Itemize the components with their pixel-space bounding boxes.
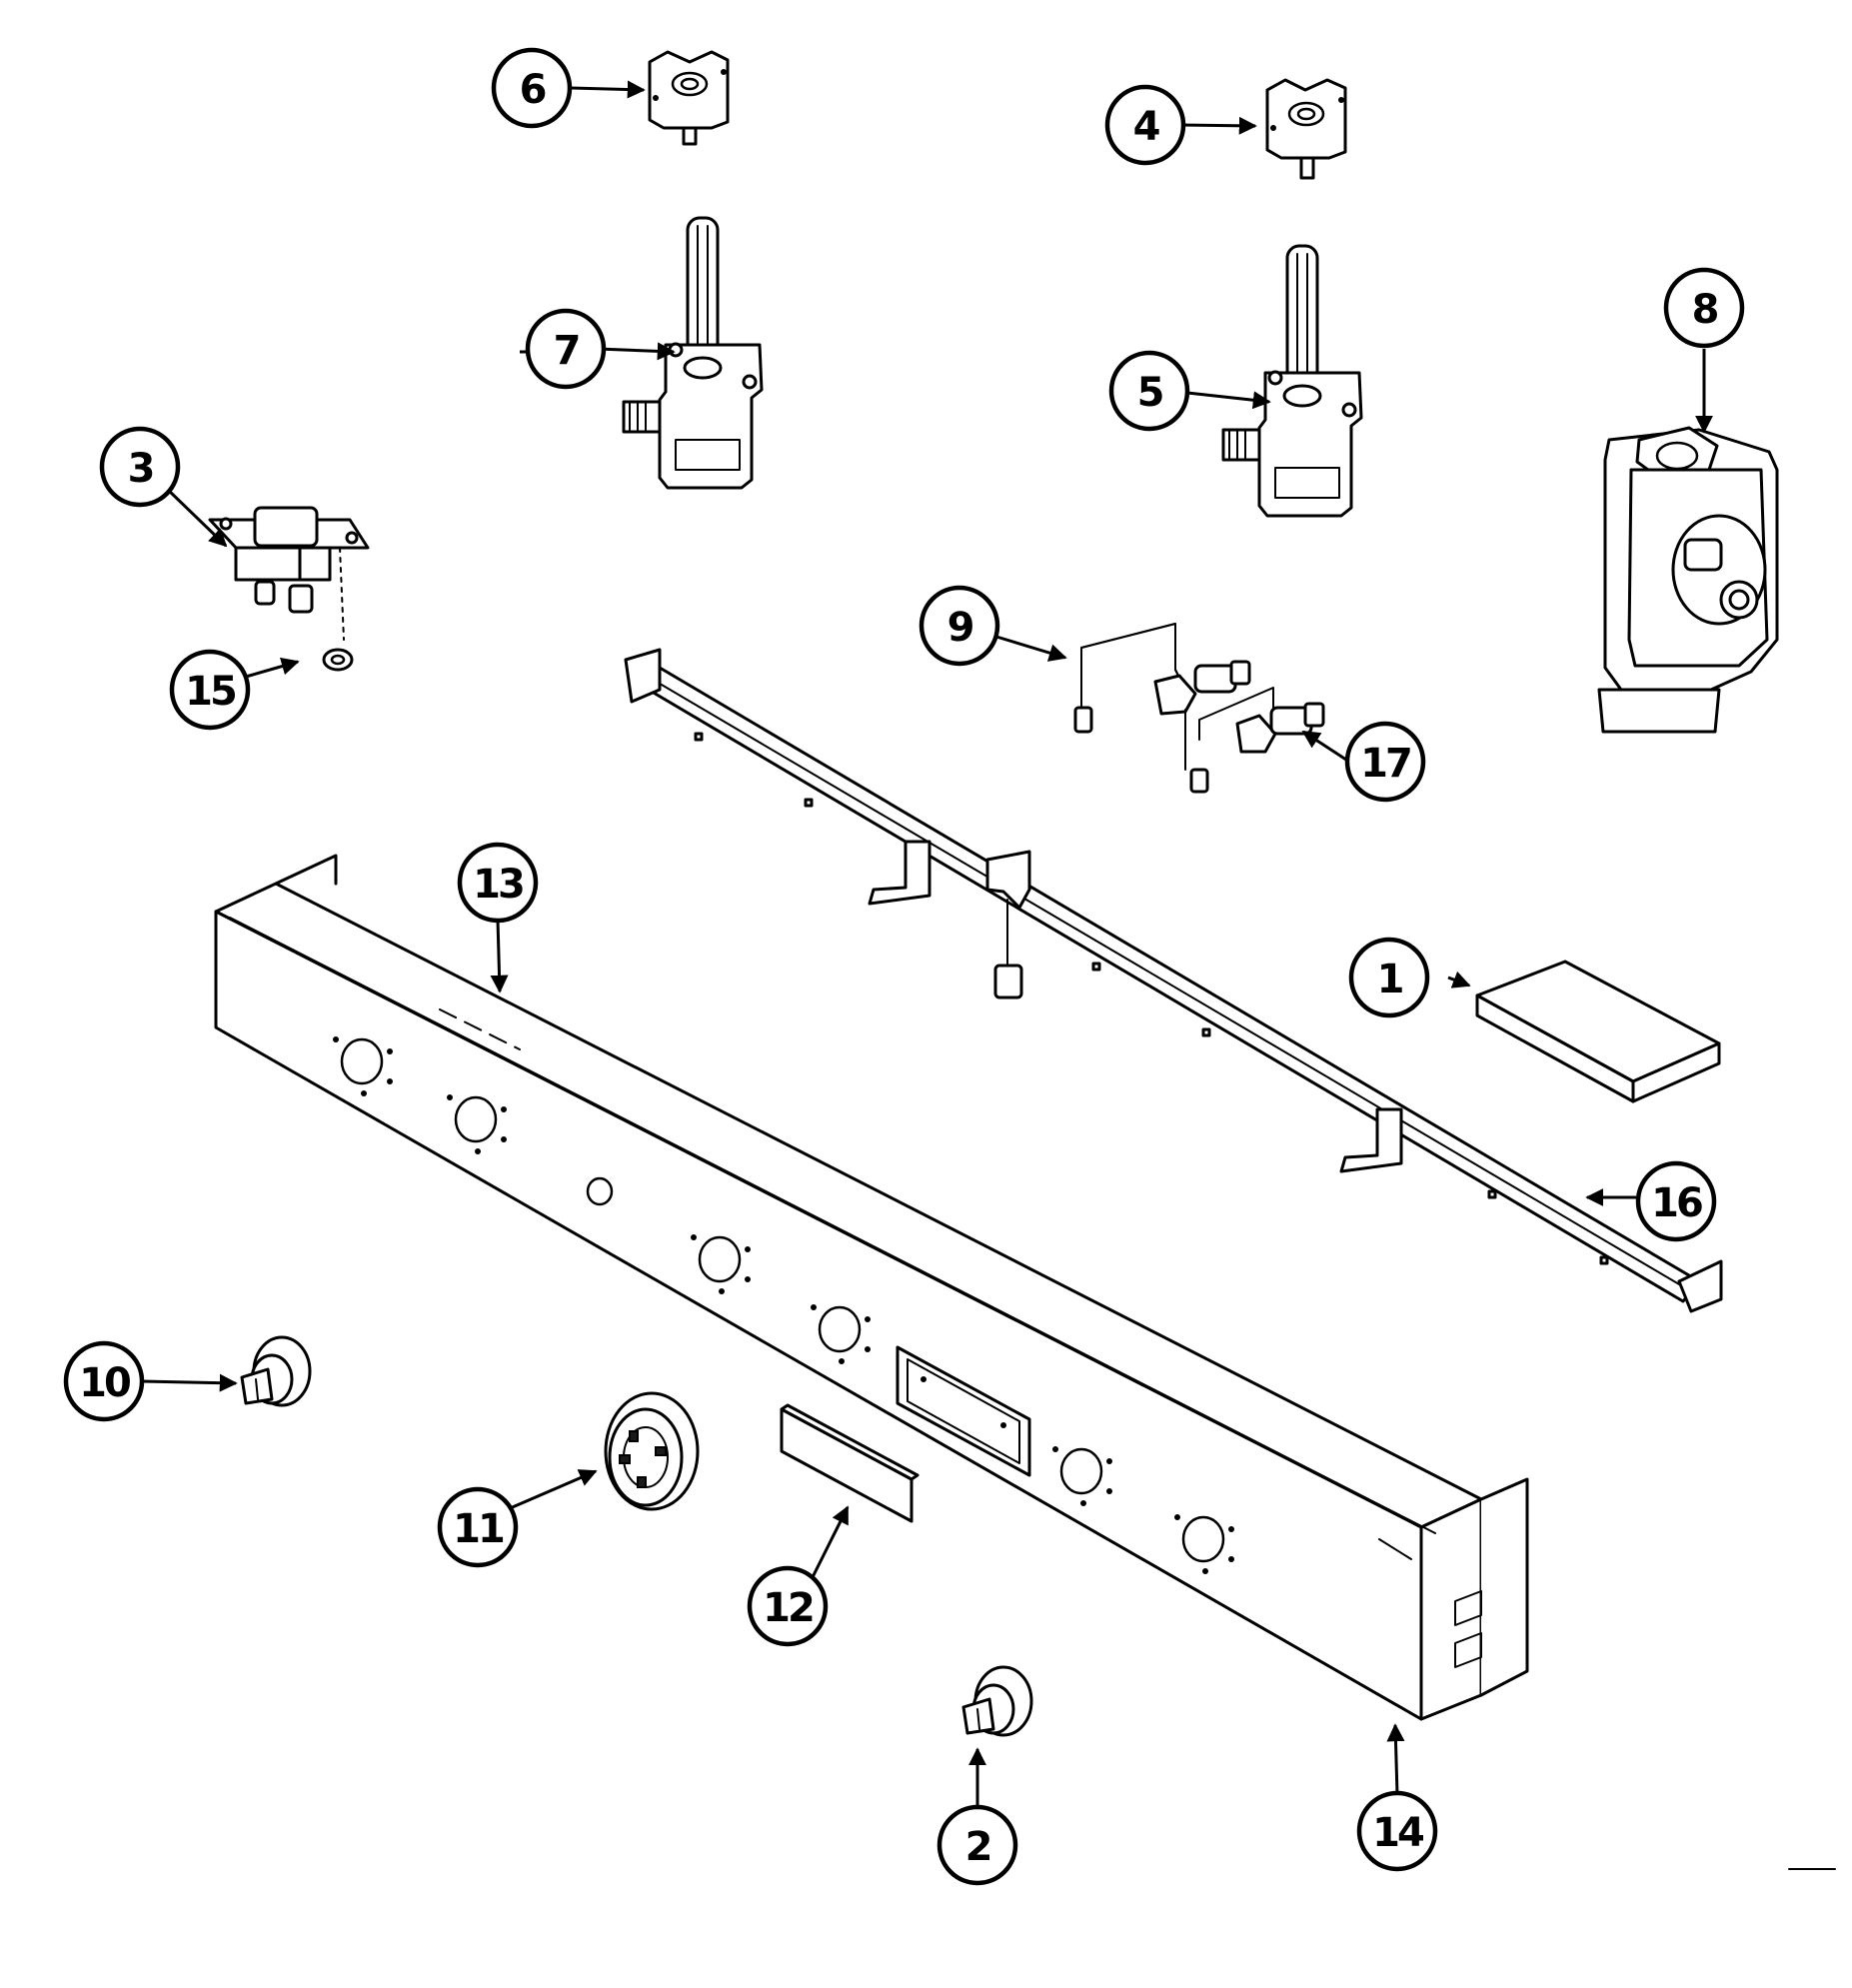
part-8-regulator: [1597, 426, 1779, 734]
callout-5: 5: [1108, 350, 1190, 432]
callout-2: 2: [936, 1804, 1018, 1886]
part-7-valve: [622, 216, 764, 490]
callout-12: 12: [747, 1565, 829, 1647]
callout-12-label: 12: [763, 1585, 813, 1631]
callout-16-label: 16: [1651, 1180, 1702, 1226]
callout-4: 4: [1104, 84, 1186, 166]
callout-8: 8: [1663, 267, 1745, 349]
part-12-label: [780, 1403, 920, 1523]
callout-8-label: 8: [1692, 287, 1718, 333]
callout-6-label: 6: [520, 67, 546, 113]
part-11-bezel: [604, 1391, 700, 1511]
part-15-nut: [322, 648, 354, 672]
part-13-control-panel: [214, 854, 1529, 1721]
part-5-valve: [1221, 244, 1363, 518]
part-17-fitting: [1235, 702, 1325, 754]
callout-7-label: 7: [554, 328, 579, 374]
callout-9: 9: [919, 585, 1000, 667]
callout-6: 6: [491, 47, 573, 129]
part-1-cap: [1475, 960, 1721, 1103]
callout-17: 17: [1344, 721, 1426, 803]
callout-5-label: 5: [1137, 370, 1163, 416]
part-4-switch: [1265, 78, 1347, 180]
callout-11: 11: [437, 1486, 519, 1568]
part-3-switch: [208, 506, 370, 641]
callout-10-label: 10: [79, 1360, 130, 1406]
callout-1-label: 1: [1377, 957, 1403, 1002]
callout-14: 14: [1356, 1790, 1438, 1872]
callout-15-label: 15: [185, 669, 236, 715]
callout-3: 3: [99, 426, 181, 508]
part-16-rail: [624, 648, 1723, 1313]
callout-16: 16: [1635, 1160, 1717, 1242]
part-9-tubing: [1073, 623, 1274, 794]
part-6-switch: [648, 50, 730, 146]
callout-2-label: 2: [965, 1824, 990, 1870]
callout-10: 10: [63, 1340, 145, 1422]
callout-15: 15: [169, 649, 251, 731]
callout-13: 13: [457, 842, 539, 924]
callout-13-label: 13: [473, 862, 523, 908]
callout-3-label: 3: [128, 446, 153, 492]
callout-17-label: 17: [1360, 741, 1410, 787]
callout-9-label: 9: [947, 605, 973, 651]
part-10-knob: [240, 1335, 312, 1407]
callout-1: 1: [1348, 937, 1430, 1018]
callout-14-label: 14: [1372, 1810, 1423, 1856]
callout-4-label: 4: [1133, 104, 1159, 150]
part-2-knob: [961, 1665, 1033, 1737]
callout-7: 7: [525, 308, 607, 390]
callout-11-label: 11: [453, 1506, 504, 1552]
